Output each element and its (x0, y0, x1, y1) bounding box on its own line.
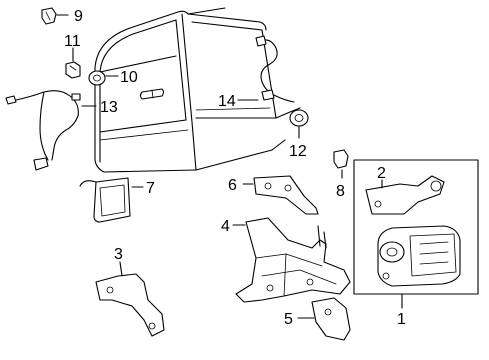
part-8-clip (333, 149, 349, 179)
callout-10: 10 (120, 69, 138, 86)
part-12-sensor (289, 109, 309, 139)
callout-9: 9 (74, 8, 83, 25)
part-4-frame (232, 217, 351, 303)
part-9-sensor (41, 7, 69, 25)
callout-13: 13 (100, 99, 118, 116)
part-10-grommet (88, 70, 119, 86)
callout-5: 5 (284, 311, 293, 328)
callout-4: 4 (221, 218, 230, 235)
part-14-harness (237, 35, 295, 103)
callout-11: 11 (64, 33, 81, 50)
part-11-clip (65, 47, 81, 79)
part-1-actuator-box (353, 159, 479, 309)
callout-12: 12 (289, 143, 307, 160)
part-3-bracket (95, 261, 165, 337)
part-6-bracket (242, 175, 319, 215)
callout-labels: 9 11 10 13 14 12 6 7 2 8 4 3 5 1 (64, 8, 406, 328)
part-13-harness (5, 90, 97, 171)
door-outline (94, 7, 301, 173)
callout-1: 1 (397, 311, 406, 328)
callout-2: 2 (377, 165, 386, 182)
callout-14: 14 (218, 93, 236, 110)
callout-7: 7 (146, 180, 155, 197)
callout-3: 3 (114, 246, 123, 263)
callout-6: 6 (228, 177, 237, 194)
callout-8: 8 (336, 183, 345, 200)
part-5-bracket (297, 297, 351, 341)
part-7-plate (79, 177, 144, 223)
